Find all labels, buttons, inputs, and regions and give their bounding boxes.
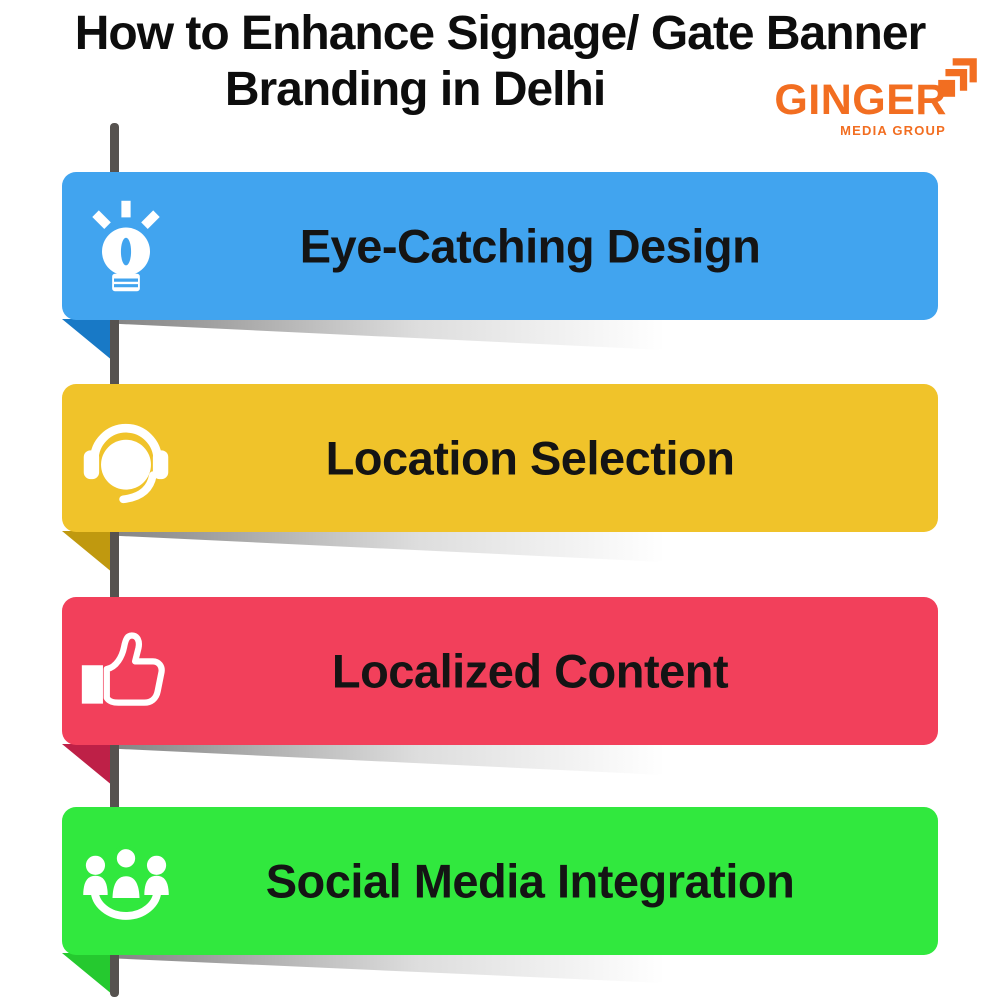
ribbon-shadow — [113, 532, 665, 562]
title-line-2: Branding in Delhi — [224, 62, 606, 116]
ginger-media-group-logo: GINGER MEDIA GROUP — [746, 57, 978, 141]
page-title: How to Enhance Signage/ Gate Banner Bran… — [0, 6, 1000, 117]
banner-social-media-integration: Social Media Integration — [62, 807, 938, 955]
banner-localized-content: Localized Content — [62, 597, 938, 745]
banner-label: Social Media Integration — [265, 854, 795, 908]
banner-label: Localized Content — [331, 644, 729, 698]
people-group-icon — [78, 833, 174, 929]
ribbon-fold — [62, 319, 113, 361]
ribbon-fold — [62, 744, 113, 786]
banner-location-selection: Location Selection — [62, 384, 938, 532]
ribbon-fold — [62, 531, 113, 573]
ribbon-shadow — [113, 955, 665, 983]
vertical-pole — [110, 123, 119, 997]
logo-name: GINGER — [774, 76, 947, 124]
banner-label: Location Selection — [325, 431, 735, 485]
logo-tagline: MEDIA GROUP — [840, 123, 946, 138]
headset-support-icon — [78, 410, 174, 506]
title-line-1: How to Enhance Signage/ Gate Banner — [74, 7, 926, 60]
logo-corner-stack-icon — [937, 57, 978, 98]
banner-label: Eye-Catching Design — [299, 219, 761, 273]
banner-eye-catching-design: Eye-Catching Design — [62, 172, 938, 320]
ribbon-shadow — [113, 320, 665, 350]
thumbs-up-icon — [78, 623, 174, 719]
ribbon-shadow — [113, 745, 665, 775]
ribbon-fold — [62, 953, 113, 995]
lightbulb-idea-icon — [78, 198, 174, 294]
